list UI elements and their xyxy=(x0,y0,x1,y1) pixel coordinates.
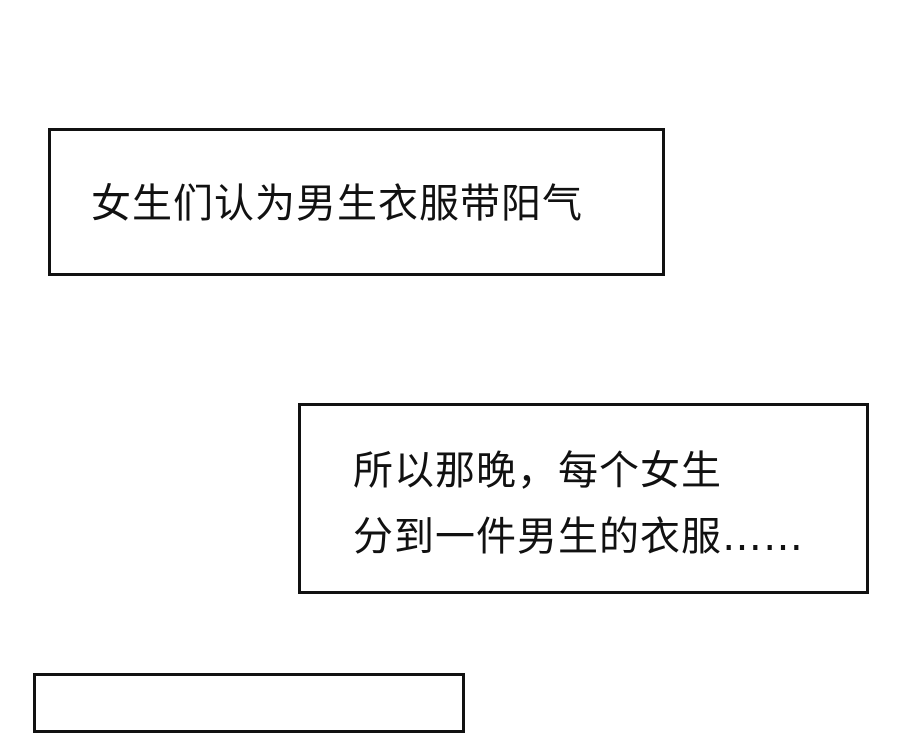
caption-text-2: 所以那晚，每个女生 分到一件男生的衣服…… xyxy=(353,438,804,570)
caption-text-2-line-2: 分到一件男生的衣服…… xyxy=(353,514,804,560)
caption-box-1: 女生们认为男生衣服带阳气 xyxy=(48,128,665,276)
caption-text-2-line-1: 所以那晚，每个女生 xyxy=(353,448,722,494)
caption-box-2: 所以那晚，每个女生 分到一件男生的衣服…… xyxy=(298,403,869,594)
caption-text-1-line-1: 女生们认为男生衣服带阳气 xyxy=(91,181,583,227)
caption-box-3 xyxy=(33,673,465,733)
